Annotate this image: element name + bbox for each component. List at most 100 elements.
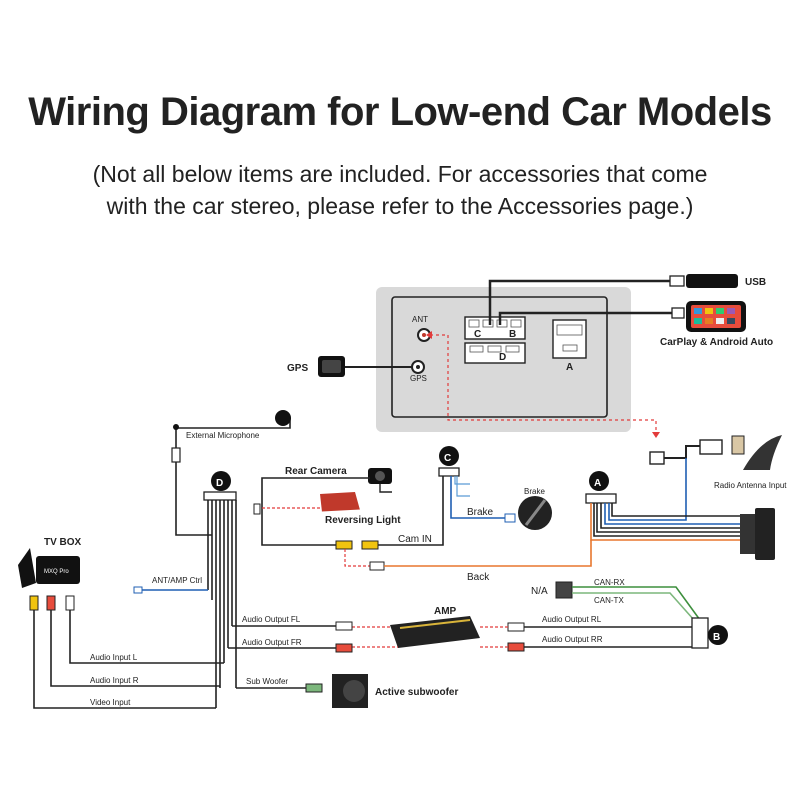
harness-b: N/A CAN-RX CAN-TX B Audio Output RL Audi… [507, 578, 728, 652]
badge-d [211, 471, 231, 491]
carplay-cable [498, 311, 672, 325]
ant-port-pin [422, 333, 426, 337]
subwoofer-cone [343, 680, 365, 702]
port-b-label: B [509, 329, 516, 340]
app-icon [716, 308, 724, 314]
badge-d-label: D [216, 478, 223, 489]
reversing-light-plug [253, 503, 261, 515]
usb-plug [669, 275, 685, 287]
reversing-light-lens [321, 509, 361, 513]
rca-fr-icon [335, 643, 353, 653]
microphone-clip [173, 424, 179, 430]
rear-camera-cable [261, 477, 370, 546]
port-d-pin [487, 345, 502, 353]
can-rx-wire [572, 586, 701, 621]
rca-cam-in-icon [361, 540, 379, 550]
subwoofer-group: Sub Woofer Active subwoofer [236, 674, 458, 708]
cam-in-label: Cam IN [398, 534, 432, 545]
subtitle-line-1: (Not all below items are included. For a… [92, 161, 708, 187]
gps-port-pin [416, 365, 420, 369]
carplay-label: CarPlay & Android Auto [660, 337, 773, 348]
port-cb-pin [468, 319, 480, 328]
shark-fin-antenna-icon [743, 435, 782, 470]
antenna-dashed-route [430, 334, 657, 432]
ant-port-label: ANT [412, 315, 428, 324]
microphone-plug [171, 447, 181, 463]
active-subwoofer-label: Active subwoofer [375, 687, 458, 698]
carplay-plug [671, 307, 685, 319]
amp-label: AMP [434, 606, 457, 617]
harness-b-plug [691, 617, 709, 649]
car-connector-body [755, 508, 775, 560]
audio-input-r-wire [50, 610, 220, 687]
rear-camera-lens [375, 471, 385, 481]
audio-input-l-label: Audio Input L [90, 653, 138, 662]
microphone-cable [175, 418, 291, 460]
usb-cable [488, 279, 670, 325]
brake-plug [504, 513, 516, 523]
rca-yellow-icon [29, 595, 39, 611]
badge-a-label: A [594, 478, 601, 489]
video-input-label: Video Input [90, 698, 131, 707]
tv-box-group: TV BOX MXQ Pro Audio Input L Audio Input… [18, 537, 224, 709]
back-dashed-wire [344, 549, 370, 567]
can-tx-label: CAN-TX [594, 596, 624, 605]
harness-a-wire [590, 503, 740, 541]
rca-camera-icon [335, 540, 353, 550]
app-icon [716, 318, 724, 324]
antenna-remote-wire [608, 458, 687, 521]
ant-amp-ctrl-label: ANT/AMP Ctrl [152, 576, 202, 585]
tv-box-screen-text: MXQ Pro [44, 569, 69, 575]
rca-red-icon [46, 595, 56, 611]
antenna-cable [664, 445, 700, 459]
can-rx-label: CAN-RX [594, 578, 625, 587]
back-plug [369, 561, 385, 571]
radio-antenna-label: Radio Antenna Input [714, 481, 787, 490]
harness-d: D [203, 471, 237, 708]
gps-group: GPS [287, 356, 412, 377]
can-plug-icon [555, 581, 573, 599]
port-a-label: A [566, 362, 573, 373]
harness-c: C Cam IN Brake Brake [378, 446, 552, 546]
harness-c-spare-wire [454, 476, 470, 485]
brake-wire-label: Brake [467, 507, 494, 518]
badge-a [589, 471, 609, 491]
amplifier-icon [390, 616, 480, 648]
ant-amp-ctrl-group: ANT/AMP Ctrl [133, 576, 208, 594]
app-icon [705, 318, 713, 324]
sub-woofer-label: Sub Woofer [246, 677, 288, 686]
antenna-adapter [699, 439, 723, 455]
back-label: Back [467, 572, 490, 583]
usb-stick-icon [686, 274, 738, 288]
port-cb-pin [510, 319, 522, 328]
port-cb-pin [482, 319, 494, 328]
harness-a: A Back [384, 458, 775, 583]
external-microphone-label: External Microphone [186, 431, 260, 440]
ant-amp-ctrl-plug [133, 586, 143, 594]
app-icon [694, 308, 702, 314]
tv-box-icon [36, 556, 80, 584]
na-label: N/A [531, 586, 548, 597]
rca-sub-icon [305, 683, 323, 693]
port-cb-pin [496, 319, 508, 328]
gps-port-label: GPS [410, 374, 427, 383]
video-input-wire [33, 610, 216, 709]
tv-box-label: TV BOX [44, 537, 82, 548]
harness-c-plug [438, 467, 460, 477]
app-icon [727, 308, 735, 314]
app-icon [727, 318, 735, 324]
rear-camera-group: Rear Camera Reversing Light [253, 466, 401, 571]
rear-camera-mount [379, 484, 392, 493]
back-wire [384, 540, 592, 567]
app-icon [694, 318, 702, 324]
page-subtitle: (Not all below items are included. For a… [0, 158, 800, 222]
harness-a-wire [600, 503, 740, 529]
port-a-block [552, 319, 587, 359]
usb-label: USB [745, 277, 766, 288]
harness-a-wire [593, 503, 740, 537]
badge-b [708, 625, 728, 645]
rca-rl-icon [507, 622, 525, 632]
microphone-harness-cable [175, 462, 212, 536]
antenna-arrow-icon [652, 432, 660, 438]
microphone-group: External Microphone [171, 410, 291, 536]
